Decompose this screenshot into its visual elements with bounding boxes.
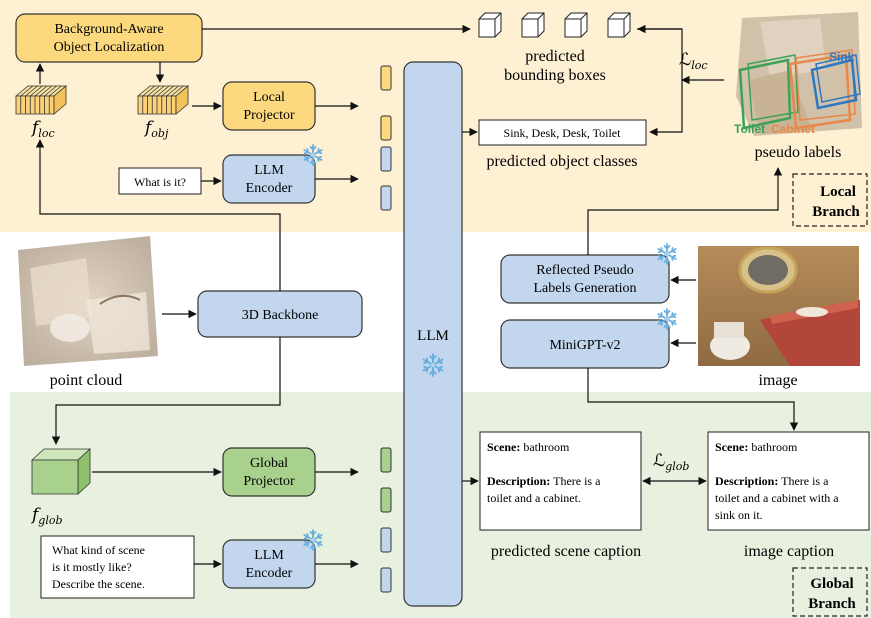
f-glob-label: fglob bbox=[30, 505, 63, 527]
point-cloud-caption: point cloud bbox=[50, 372, 122, 389]
bathroom-photo bbox=[698, 246, 860, 366]
f-glob-feature-icon bbox=[30, 448, 92, 495]
local-token bbox=[380, 65, 392, 91]
local-projector-label-2: Projector bbox=[243, 108, 295, 123]
local-projector-label-1: Local bbox=[253, 90, 285, 105]
predicted-desc-line-1: Description: There is a bbox=[487, 474, 601, 488]
pseudo-tag-sink: Sink bbox=[829, 50, 855, 64]
point-cloud-image bbox=[18, 236, 158, 366]
loss-glob: ℒglob bbox=[653, 451, 689, 473]
pseudo-labels-image bbox=[736, 12, 862, 136]
bg-localization-label-1: Background-Aware bbox=[54, 22, 163, 37]
image-scene-caption: image caption bbox=[744, 543, 834, 560]
llm-module bbox=[403, 61, 463, 607]
image-scene-line: Scene: bathroom bbox=[715, 440, 798, 454]
global-token bbox=[380, 447, 392, 473]
local-token bbox=[380, 115, 392, 141]
llm-encoder-global-label-1: LLM bbox=[254, 548, 284, 563]
reflected-label-2: Labels Generation bbox=[533, 281, 636, 296]
local-token bbox=[380, 146, 392, 172]
bg-localization-module bbox=[15, 13, 203, 63]
local-prompt-box bbox=[118, 167, 202, 195]
image-desc-line-3: sink on it. bbox=[715, 508, 763, 522]
local-branch-label-2: Branch bbox=[812, 204, 860, 220]
global-prompt-line-2: is it mostly like? bbox=[52, 560, 132, 574]
predicted-scene-line: Scene: bathroom bbox=[487, 440, 570, 454]
cube-icon bbox=[564, 12, 588, 38]
predicted-desc-line-2: toilet and a cabinet. bbox=[487, 491, 581, 505]
local-branch-label-1: Local bbox=[820, 184, 856, 200]
predicted-classes-box bbox=[478, 119, 647, 146]
arrow-backbone-to-fglob bbox=[51, 337, 281, 445]
f-obj-label: fobj bbox=[143, 118, 169, 140]
global-branch-label-1: Global bbox=[810, 576, 853, 592]
bg-localization-label-2: Object Localization bbox=[54, 40, 165, 55]
f-obj-feature-icon bbox=[137, 85, 189, 115]
arrow-reflected-to-pseudo bbox=[587, 167, 783, 255]
global-projector-label-2: Projector bbox=[243, 474, 295, 489]
classes-caption: predicted object classes bbox=[486, 153, 637, 170]
arrow-minigpt-to-caption bbox=[587, 368, 799, 431]
local-prompt-text: What is it? bbox=[134, 175, 186, 189]
backbone-label: 3D Backbone bbox=[242, 308, 319, 323]
global-token bbox=[380, 527, 392, 553]
llm-encoder-local-label-2: Encoder bbox=[246, 181, 293, 196]
bbox-caption-1: predicted bbox=[525, 48, 585, 65]
arrow-backbone-to-floc bbox=[35, 139, 281, 291]
global-token bbox=[380, 487, 392, 513]
pseudo-tag-toilet: Toilet bbox=[734, 122, 765, 136]
llm-encoder-local-label-1: LLM bbox=[254, 163, 284, 178]
f-loc-feature-icon bbox=[15, 85, 67, 115]
llm-encoder-global-label-2: Encoder bbox=[246, 566, 293, 581]
cube-icon bbox=[478, 12, 502, 38]
reflected-module bbox=[500, 254, 670, 304]
image-caption-label: image bbox=[758, 372, 797, 389]
predicted-classes-text: Sink, Desk, Desk, Toilet bbox=[504, 126, 622, 140]
cube-icon bbox=[607, 12, 631, 38]
minigpt-label: MiniGPT-v2 bbox=[549, 338, 620, 353]
image-scene-box bbox=[707, 431, 870, 531]
global-branch-label-2: Branch bbox=[808, 596, 856, 612]
reflected-label-1: Reflected Pseudo bbox=[536, 263, 634, 278]
local-branch-tag bbox=[792, 173, 868, 227]
pseudo-caption: pseudo labels bbox=[755, 144, 842, 161]
global-prompt-line-1: What kind of scene bbox=[52, 543, 145, 557]
predicted-scene-caption: predicted scene caption bbox=[491, 543, 641, 560]
local-token bbox=[380, 185, 392, 211]
predicted-scene-box bbox=[479, 431, 642, 531]
cube-icon bbox=[521, 12, 545, 38]
image-desc-line-1: Description: There is a bbox=[715, 474, 829, 488]
global-token bbox=[380, 567, 392, 593]
pseudo-tag-cabinet: Cabinet bbox=[771, 122, 815, 136]
global-branch-tag bbox=[792, 567, 868, 617]
f-loc-label: floc bbox=[30, 118, 55, 140]
llm-label: LLM bbox=[417, 328, 449, 344]
global-projector-label-1: Global bbox=[250, 456, 288, 471]
global-prompt-line-3: Describe the scene. bbox=[52, 577, 145, 591]
image-desc-line-2: toilet and a cabinet with a bbox=[715, 491, 839, 505]
bbox-caption-2: bounding boxes bbox=[504, 67, 606, 84]
minigpt-module bbox=[500, 319, 670, 369]
global-prompt-box bbox=[40, 535, 195, 599]
